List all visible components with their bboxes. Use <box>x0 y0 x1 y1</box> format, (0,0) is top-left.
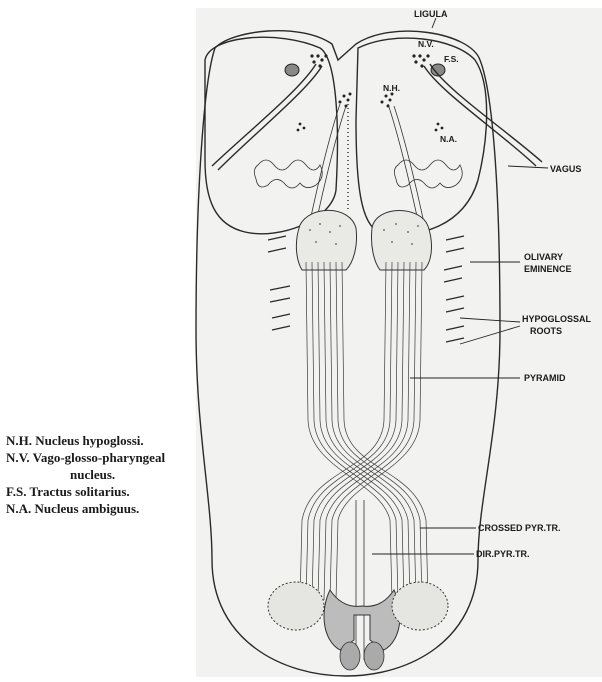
label-nv: N.V. <box>418 39 434 49</box>
label-dir-pyr-tr: DIR.PYR.TR. <box>476 549 530 559</box>
legend-abbr: N.H. <box>6 433 32 448</box>
legend-item-nv: N.V. Vago-glosso-pharyngeal <box>6 449 246 466</box>
label-olivary-1: OLIVARY <box>524 252 563 262</box>
label-hypoglossal-1: HYPOGLOSSAL <box>522 314 592 324</box>
fs-tract-left <box>285 64 299 76</box>
pyramid-right-top <box>371 210 431 270</box>
figure-background <box>196 8 602 677</box>
legend-abbr: F.S. <box>6 484 26 499</box>
right-lower-tract <box>392 582 448 630</box>
legend-item-nv-cont: nucleus. <box>6 466 246 483</box>
label-nh: N.H. <box>383 83 400 93</box>
central-canal <box>340 642 360 670</box>
label-fs: F.S. <box>444 54 459 64</box>
legend-abbr: N.V. <box>6 450 30 465</box>
legend-text: Nucleus ambiguus. <box>35 501 140 516</box>
legend-text: Tractus solitarius. <box>30 484 130 499</box>
legend-item-na: N.A. Nucleus ambiguus. <box>6 500 246 517</box>
label-pyramid: PYRAMID <box>524 373 566 383</box>
label-ligula: LIGULA <box>414 9 448 19</box>
pyramid-left-top <box>296 210 356 270</box>
central-canal-right <box>364 642 384 670</box>
label-na: N.A. <box>440 134 457 144</box>
legend-abbr: N.A. <box>6 501 31 516</box>
left-lower-tract <box>268 582 324 630</box>
legend-text: Nucleus hypoglossi. <box>35 433 143 448</box>
label-olivary-2: EMINENCE <box>524 264 572 274</box>
legend-text: Vago-glosso-pharyngeal <box>33 450 165 465</box>
label-vagus: VAGUS <box>550 164 581 174</box>
label-crossed-pyr-tr: CROSSED PYR.TR. <box>478 523 561 533</box>
legend-item-fs: F.S. Tractus solitarius. <box>6 483 246 500</box>
legend-item-nh: N.H. Nucleus hypoglossi. <box>6 432 246 449</box>
legend-text: nucleus. <box>70 467 115 482</box>
label-hypoglossal-2: ROOTS <box>530 326 562 336</box>
abbreviation-legend: N.H. Nucleus hypoglossi. N.V. Vago-gloss… <box>6 432 246 517</box>
